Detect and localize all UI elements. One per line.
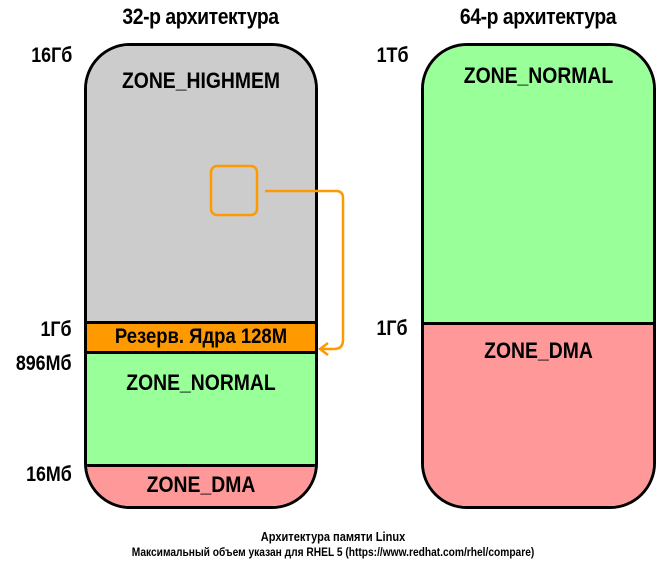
zone-reserved-kernel: Резерв. Ядра 128М [87, 321, 315, 354]
label-16gb: 16Гб [31, 44, 72, 67]
caption-note: Максимальный объем указан для RHEL 5 (ht… [131, 545, 535, 559]
memory-column-32bit: ZONE_HIGHMEM Резерв. Ядра 128М ZONE_NORM… [84, 43, 318, 509]
zone-reserved-label: Резерв. Ядра 128М [114, 325, 288, 348]
label-1tb: 1Тб [376, 44, 408, 67]
label-1gb-left: 1Гб [40, 318, 72, 341]
label-1gb-right: 1Гб [376, 317, 408, 340]
label-16mb: 16Мб [26, 463, 72, 486]
zone-dma-64-label: ZONE_DMA [484, 338, 593, 363]
zone-highmem: ZONE_HIGHMEM [87, 46, 315, 321]
zone-highmem-label: ZONE_HIGHMEM [121, 68, 281, 93]
zone-normal-32-label: ZONE_NORMAL [126, 370, 276, 395]
caption-title: Архитектура памяти Linux [260, 529, 406, 544]
memory-column-64bit: ZONE_NORMAL ZONE_DMA [421, 43, 656, 509]
zone-dma-64: ZONE_DMA [424, 322, 653, 506]
zone-normal-32: ZONE_NORMAL [87, 354, 315, 464]
left-title: 32-р архитектура [122, 4, 279, 29]
zone-normal-64: ZONE_NORMAL [424, 46, 653, 322]
zone-dma-32-label: ZONE_DMA [146, 472, 256, 497]
label-896mb: 896Мб [16, 352, 72, 375]
right-title: 64-р архитектура [459, 4, 617, 29]
zone-normal-64-label: ZONE_NORMAL [463, 63, 614, 88]
zone-dma-32: ZONE_DMA [87, 464, 315, 506]
